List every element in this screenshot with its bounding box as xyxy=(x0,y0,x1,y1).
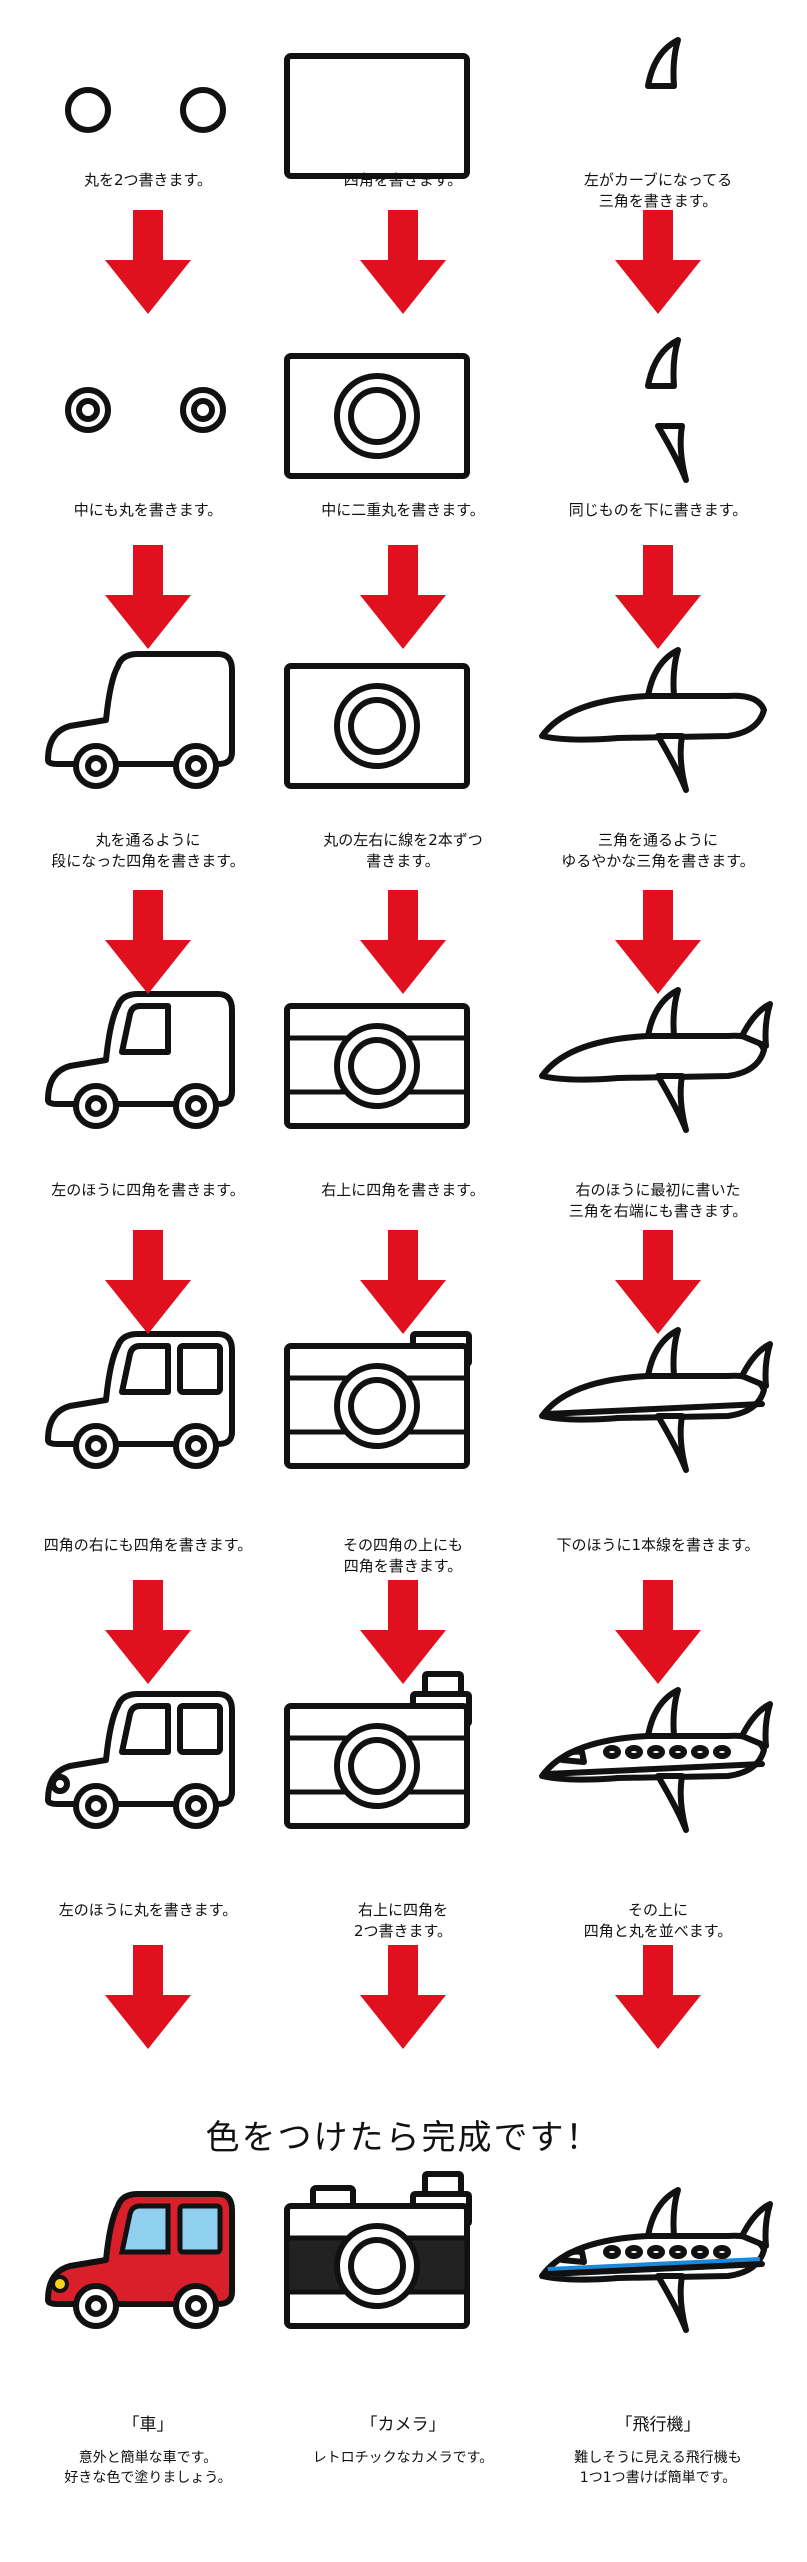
airplane-step-2-drawing xyxy=(528,330,788,490)
camera-step-3-caption: 丸の左右に線を2本ずつ 書きます。 xyxy=(323,831,483,870)
down-arrow-icon xyxy=(103,1230,193,1340)
car-step-3-drawing xyxy=(18,640,278,800)
airplane-step-4-drawing xyxy=(528,980,788,1140)
camera-step-4-drawing xyxy=(273,980,533,1140)
camera-final-description: レトロチックなカメラです。 xyxy=(312,2450,494,2466)
car-step-2-caption: 中にも丸を書きます。 xyxy=(73,501,223,519)
airplane-final-description: 難しそうに見える飛行機も 1つ1つ書けば簡単です。 xyxy=(574,2450,742,2486)
car-step-6-caption: 左のほうに丸を書きます。 xyxy=(58,1901,238,1919)
camera-final-name: 「カメラ」 xyxy=(360,2415,446,2435)
car-step-1-caption: 丸を2つ書きます。 xyxy=(83,171,213,189)
down-arrow-icon xyxy=(358,545,448,655)
down-arrow-icon xyxy=(613,1580,703,1690)
camera-step-6-drawing xyxy=(273,1671,533,1840)
car-step-4-drawing xyxy=(18,980,278,1140)
airplane-step-5-drawing xyxy=(528,1320,788,1480)
camera-step-4-caption: 右上に四角を書きます。 xyxy=(321,1181,485,1199)
down-arrow-icon xyxy=(103,210,193,320)
down-arrow-icon xyxy=(103,1945,193,2055)
car-final-name: 「車」 xyxy=(122,2415,174,2435)
airplane-final-name: 「飛行機」 xyxy=(615,2415,701,2435)
down-arrow-icon xyxy=(358,1580,448,1690)
camera-step-5-caption: その四角の上にも 四角を書きます。 xyxy=(342,1536,463,1575)
car-step-5-drawing xyxy=(18,1320,278,1480)
down-arrow-icon xyxy=(613,1945,703,2055)
car-final-drawing xyxy=(18,2180,278,2340)
down-arrow-icon xyxy=(358,210,448,320)
down-arrow-icon xyxy=(613,1230,703,1340)
airplane-step-3-drawing xyxy=(528,640,788,800)
down-arrow-icon xyxy=(103,545,193,655)
camera-step-1-caption: 四角を書きます。 xyxy=(343,171,463,189)
car-final-description: 意外と簡単な車です。 好きな色で塗りましょう。 xyxy=(64,2450,232,2486)
airplane-step-2-caption: 同じものを下に書きます。 xyxy=(568,501,748,519)
down-arrow-icon xyxy=(103,890,193,1000)
camera-final-drawing xyxy=(273,2171,533,2340)
car-step-1-drawing xyxy=(18,30,278,190)
airplane-step-6-drawing xyxy=(528,1680,788,1840)
car-step-5-caption: 四角の右にも四角を書きます。 xyxy=(43,1536,253,1554)
down-arrow-icon xyxy=(613,210,703,320)
airplane-step-6-caption: その上に 四角と丸を並べます。 xyxy=(583,1901,733,1940)
down-arrow-icon xyxy=(613,545,703,655)
airplane-final-drawing xyxy=(528,2180,788,2340)
camera-step-6-caption: 右上に四角を 2つ書きます。 xyxy=(353,1901,453,1940)
car-step-2-drawing xyxy=(18,330,278,490)
camera-step-3-drawing xyxy=(273,640,533,800)
down-arrow-icon xyxy=(358,1230,448,1340)
camera-step-5-drawing xyxy=(273,1320,533,1480)
down-arrow-icon xyxy=(358,1945,448,2055)
airplane-step-3-caption: 三角を通るように ゆるやかな三角を書きます。 xyxy=(561,831,755,870)
down-arrow-icon xyxy=(358,890,448,1000)
airplane-step-1-caption: 左がカーブになってる 三角を書きます。 xyxy=(583,171,733,210)
airplane-step-5-caption: 下のほうに1本線を書きます。 xyxy=(556,1536,760,1554)
car-step-4-caption: 左のほうに四角を書きます。 xyxy=(51,1181,245,1199)
airplane-step-4-caption: 右のほうに最初に書いた 三角を右端にも書きます。 xyxy=(568,1181,748,1220)
airplane-step-1-drawing xyxy=(528,30,788,190)
down-arrow-icon xyxy=(103,1580,193,1690)
car-step-3-caption: 丸を通るように 段になった四角を書きます。 xyxy=(51,831,245,870)
camera-step-2-caption: 中に二重丸を書きます。 xyxy=(321,501,485,519)
down-arrow-icon xyxy=(613,890,703,1000)
camera-step-2-drawing xyxy=(273,330,533,490)
car-step-6-drawing xyxy=(18,1680,278,1840)
camera-step-1-drawing xyxy=(273,30,533,190)
completion-headline: 色をつけたら完成です！ xyxy=(205,2118,602,2158)
